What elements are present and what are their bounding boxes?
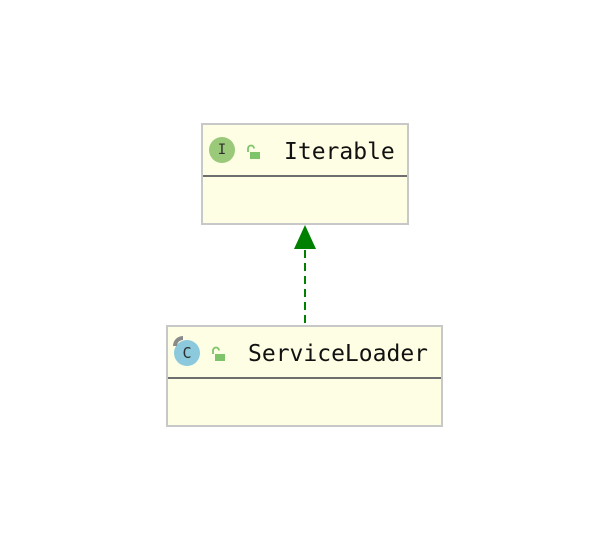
interface-icon: I <box>209 137 235 163</box>
iterable-node[interactable]: I Iterable <box>201 123 409 225</box>
iterable-name: Iterable <box>284 139 395 165</box>
iterable-node-header: I Iterable <box>203 125 407 177</box>
serviceloader-node-header: C ServiceLoader <box>168 327 441 379</box>
class-corner-badge-icon <box>173 336 183 346</box>
interface-icon-letter: I <box>217 142 227 158</box>
unlocked-icon <box>212 346 225 361</box>
implements-arrow-head <box>294 225 316 249</box>
unlocked-icon <box>247 144 260 159</box>
class-icon: C <box>174 340 200 366</box>
serviceloader-name: ServiceLoader <box>248 341 429 367</box>
serviceloader-node[interactable]: C ServiceLoader <box>166 325 443 427</box>
class-icon-letter: C <box>182 344 192 362</box>
